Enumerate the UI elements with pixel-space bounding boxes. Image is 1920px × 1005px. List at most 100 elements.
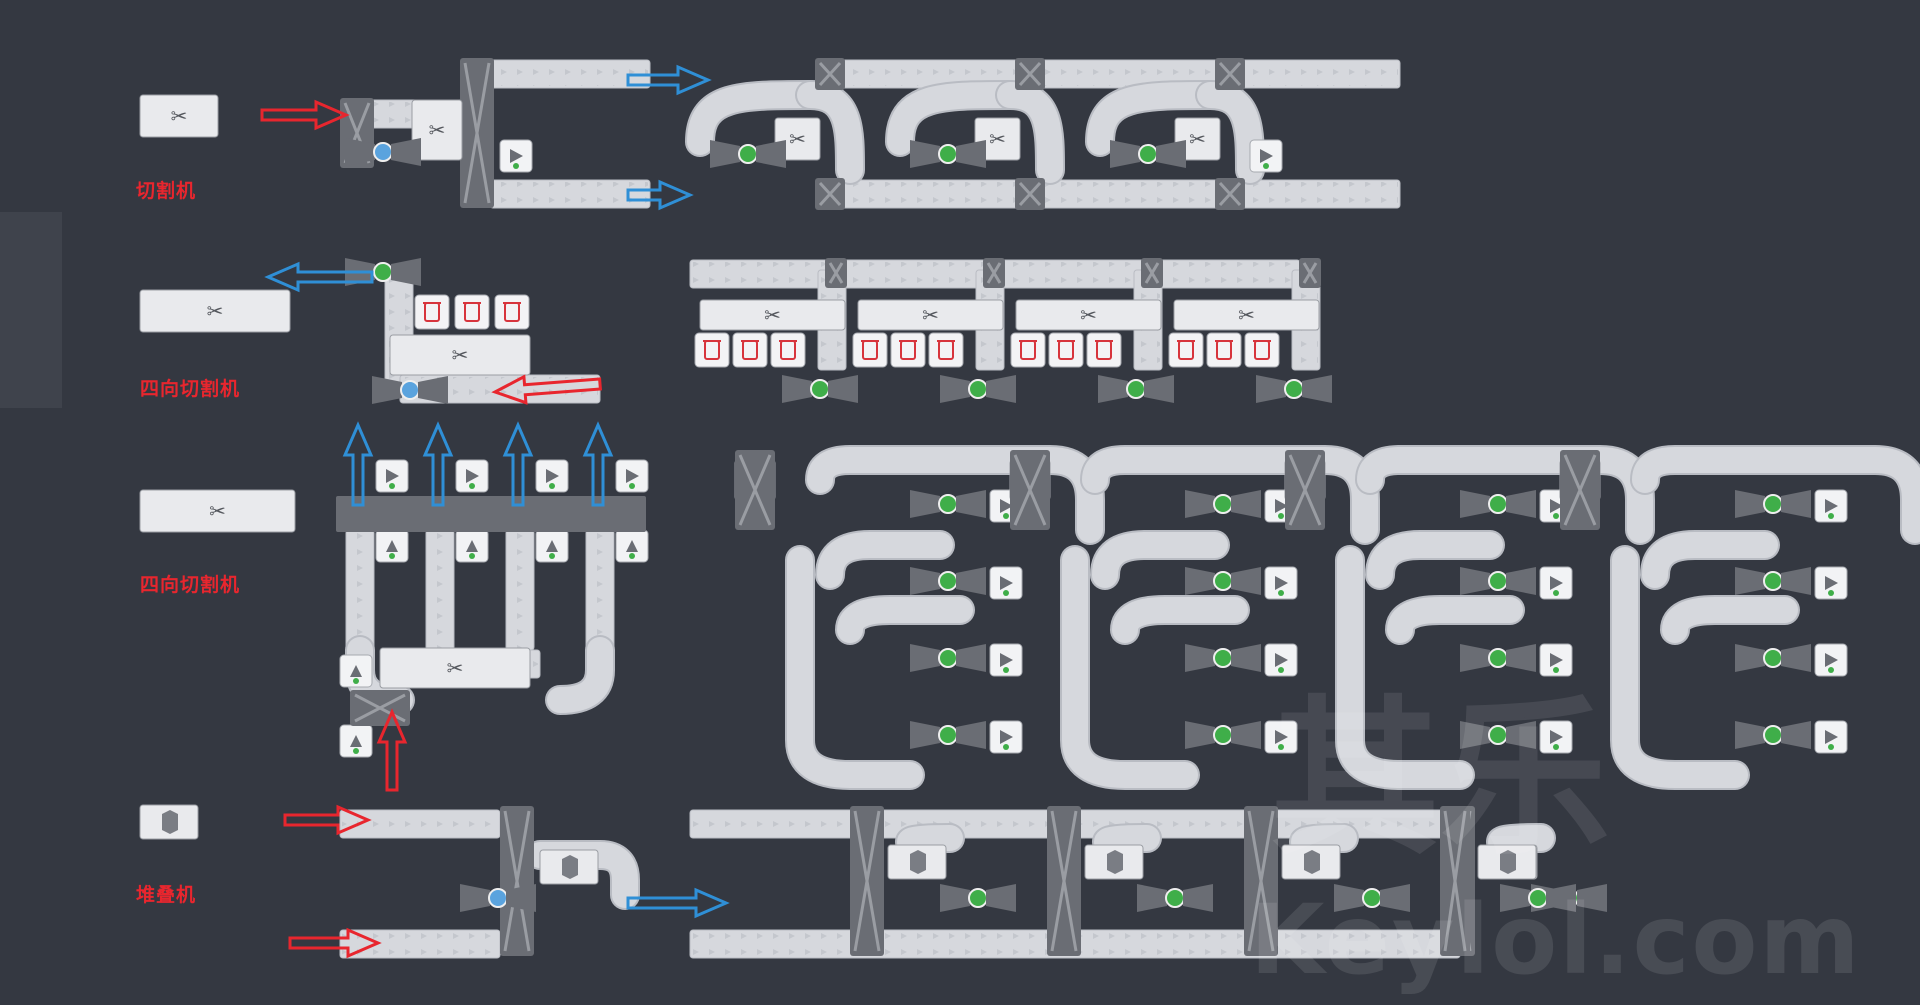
conveyor-belt-curve[interactable] [1090,530,1230,590]
belt-reader-icon[interactable] [339,724,373,758]
trash-can-icon[interactable] [1010,332,1046,368]
trash-can-icon[interactable] [694,332,730,368]
conveyor-belt[interactable] [505,529,535,651]
belt-reader-icon[interactable] [375,529,409,563]
splitter-node-icon[interactable] [910,140,986,168]
splitter-node-icon[interactable] [1735,721,1811,749]
quad-cutter-legend-icon[interactable]: ✂ [139,289,291,333]
splitter-node-icon[interactable] [782,375,858,403]
splitter-node-icon[interactable] [910,644,986,672]
conveyor-belt[interactable] [819,179,1401,209]
cutter-icon[interactable]: ✂ [411,99,463,161]
belt-reader-icon[interactable] [615,459,649,493]
conveyor-belt-curve[interactable] [885,80,1025,157]
conveyor-belt[interactable] [819,59,1401,89]
splitter-node-icon[interactable] [372,376,448,404]
belt-reader-icon[interactable] [1814,643,1848,677]
cutter-icon[interactable]: ✂ [974,117,1021,161]
splitter-node-icon[interactable] [1137,884,1213,912]
belt-reader-icon[interactable] [1264,643,1298,677]
trash-can-icon[interactable] [1086,332,1122,368]
conveyor-belt-curve[interactable] [895,823,965,857]
splitter-node-icon[interactable] [1185,567,1261,595]
conveyor-belt-curve[interactable] [815,530,955,590]
tunnel-icon[interactable] [1440,806,1470,956]
splitter-node-icon[interactable] [1460,721,1536,749]
tunnel-icon[interactable] [350,690,410,726]
splitter-node-icon[interactable] [710,140,786,168]
hexagon-stack-icon[interactable] [887,844,947,880]
conveyor-belt[interactable] [585,529,615,651]
splitter-node-icon[interactable] [1098,375,1174,403]
cutter-icon[interactable]: ✂ [1174,117,1221,161]
hexagon-stack-icon[interactable] [1477,844,1537,880]
trash-can-icon[interactable] [1168,332,1204,368]
cutter-icon[interactable]: ✂ [1015,299,1162,331]
output-arrow-icon[interactable] [422,421,454,507]
conveyor-belt-curve[interactable] [1335,545,1475,790]
conveyor-belt[interactable] [489,59,651,89]
tunnel-icon[interactable] [1215,178,1245,210]
conveyor-belt-curve[interactable] [1085,80,1225,157]
tunnel-icon[interactable] [825,258,847,288]
output-arrow-icon[interactable] [502,421,534,507]
belt-reader-icon[interactable] [615,529,649,563]
tunnel-icon[interactable] [1285,450,1325,530]
hexagon-stack-icon[interactable] [139,804,199,840]
splitter-node-icon[interactable] [1460,644,1536,672]
conveyor-belt-curve[interactable] [795,80,865,185]
splitter-node-icon[interactable] [1185,644,1261,672]
splitter-node-icon[interactable] [1334,884,1410,912]
conveyor-belt-curve[interactable] [1486,823,1556,857]
conveyor-belt-curve[interactable] [545,635,615,715]
output-arrow-icon[interactable] [626,887,730,919]
cutter-icon[interactable]: ✂ [1173,299,1320,331]
hexagon-stack-icon[interactable] [1281,844,1341,880]
splitter-node-icon[interactable] [1460,567,1536,595]
conveyor-belt-curve[interactable] [1630,445,1920,545]
trash-can-icon[interactable] [770,332,806,368]
quad-cutter-legend-icon[interactable]: ✂ [139,489,296,533]
input-arrow-icon[interactable] [491,374,602,405]
belt-reader-icon[interactable] [1249,139,1283,173]
splitter-node-icon[interactable] [345,258,421,286]
conveyor-belt-curve[interactable] [525,840,640,910]
trash-can-icon[interactable] [494,294,530,330]
belt-reader-icon[interactable] [1264,566,1298,600]
tunnel-icon[interactable] [1047,806,1081,956]
tunnel-icon[interactable] [850,806,884,956]
belt-reader-icon[interactable] [989,643,1023,677]
splitter-node-icon[interactable] [1185,490,1261,518]
output-arrow-icon[interactable] [582,421,614,507]
cutter-icon[interactable]: ✂ [379,647,531,689]
trash-can-icon[interactable] [1048,332,1084,368]
input-arrow-icon[interactable] [288,927,382,959]
trash-can-icon[interactable] [732,332,768,368]
splitter-node-icon[interactable] [940,884,1016,912]
tunnel-icon[interactable] [1299,258,1321,288]
conveyor-belt-curve[interactable] [1060,545,1200,790]
output-arrow-icon[interactable] [264,261,374,293]
splitter-node-icon[interactable] [1735,644,1811,672]
cutter-legend-icon[interactable]: ✂ [139,94,219,138]
cutter-icon[interactable]: ✂ [857,299,1004,331]
belt-reader-icon[interactable] [1814,720,1848,754]
belt-reader-icon[interactable] [499,139,533,173]
hexagon-stack-icon[interactable] [539,849,599,885]
splitter-node-icon[interactable] [1735,490,1811,518]
belt-reader-icon[interactable] [1814,489,1848,523]
splitter-node-icon[interactable] [1460,490,1536,518]
tunnel-icon[interactable] [1010,450,1050,530]
cutter-icon[interactable]: ✂ [699,299,846,331]
conveyor-belt-curve[interactable] [1660,595,1800,645]
belt-reader-icon[interactable] [455,529,489,563]
trash-can-icon[interactable] [1206,332,1242,368]
conveyor-belt[interactable] [489,179,651,209]
splitter-node-icon[interactable] [910,721,986,749]
belt-reader-icon[interactable] [1539,566,1573,600]
conveyor-belt[interactable] [345,529,375,651]
splitter-bar-icon[interactable] [336,496,646,532]
splitter-node-icon[interactable] [940,375,1016,403]
